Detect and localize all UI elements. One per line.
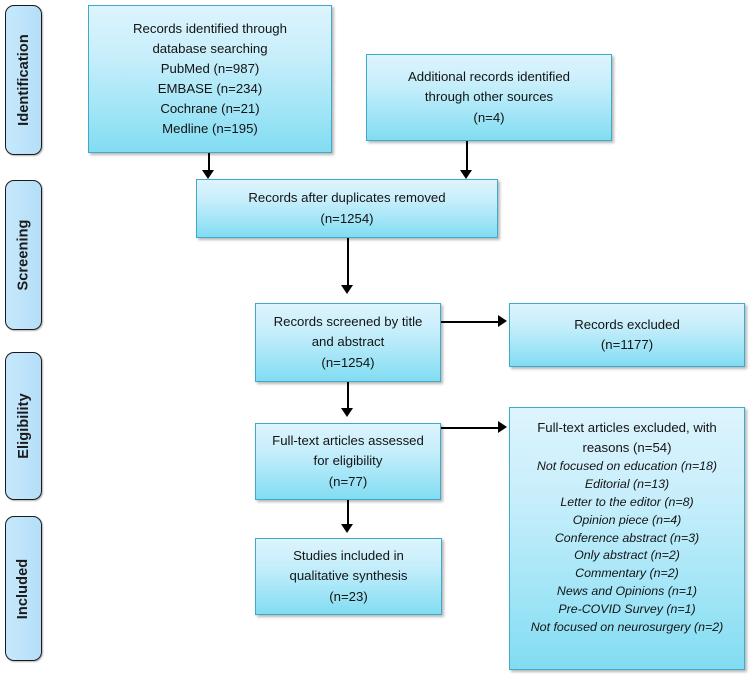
fulltext-excluded-heading-2: reasons (n=54) [582,440,672,456]
records-identified-embase: EMBASE (n=234) [157,81,263,96]
exclusion-reason-news-and-opinions: News and Opinions (n=1) [556,584,698,599]
exclusion-reason-letter-to-editor: Letter to the editor (n=8) [560,494,694,509]
exclusion-reason-conference-abstract: Conference abstract (n=3) [554,530,700,545]
box-fulltext-excluded: Full-text articles excluded, with reason… [509,407,745,670]
records-screened-line-1: Records screened by title [273,314,423,330]
stage-pill-eligibility: Eligibility [5,352,42,500]
stage-label-identification: Identification [15,34,32,126]
exclusion-reason-commentary: Commentary (n=2) [575,566,679,581]
connector-additional-to-duplicates [466,141,469,173]
records-identified-cochrane: Cochrane (n=21) [160,101,260,117]
duplicates-removed-count: (n=1254) [320,210,374,226]
additional-records-line-2: through other sources [424,89,554,105]
stage-label-eligibility: Eligibility [15,393,32,459]
connector-identified-to-duplicates [208,153,211,173]
records-identified-line-1: Records identified through [133,20,287,36]
box-fulltext-assessed: Full-text articles assessed for eligibil… [255,423,441,500]
fulltext-assessed-line-2: for eligibility [313,453,383,469]
arrowhead-screened-to-excluded [498,315,507,327]
exclusion-reason-not-focused-education: Not focused on education (n=18) [536,459,718,474]
records-identified-medline: Medline (n=195) [162,121,258,137]
arrowhead-identified-to-duplicates [202,170,214,179]
records-screened-count: (n=1254) [321,354,375,370]
studies-included-line-1: Studies included in [293,548,404,564]
connector-screened-to-excluded [441,321,499,324]
records-identified-line-2: database searching [152,40,268,56]
connector-fulltext-to-included [347,500,350,525]
arrowhead-fulltext-to-excluded [498,421,507,433]
connector-duplicates-to-screened [347,238,350,286]
fulltext-excluded-heading-1: Full-text articles excluded, with [537,420,717,435]
fulltext-assessed-count: (n=77) [328,473,368,489]
studies-included-count: (n=23) [329,588,368,604]
additional-records-line-1: Additional records identified [407,69,570,85]
box-duplicates-removed: Records after duplicates removed (n=1254… [196,179,498,238]
arrowhead-additional-to-duplicates [460,170,472,179]
box-studies-included: Studies included in qualitative synthesi… [255,538,442,615]
stage-label-included: Included [15,558,32,619]
records-screened-line-2: and abstract [311,334,385,350]
box-additional-records: Additional records identified through ot… [366,54,612,141]
box-records-identified: Records identified through database sear… [88,5,332,153]
connector-screened-to-fulltext [347,382,350,409]
fulltext-assessed-line-1: Full-text articles assessed [272,433,424,449]
records-excluded-line-1: Records excluded [574,316,680,332]
additional-records-count: (n=4) [473,109,505,125]
records-excluded-count: (n=1177) [600,337,654,352]
box-records-screened: Records screened by title and abstract (… [255,303,441,382]
connector-fulltext-to-excluded [441,427,499,430]
records-identified-pubmed: PubMed (n=987) [160,60,260,76]
stage-pill-included: Included [5,516,42,661]
exclusion-reason-only-abstract: Only abstract (n=2) [574,548,680,563]
arrowhead-duplicates-to-screened [341,285,353,294]
exclusion-reason-pre-covid-survey: Pre-COVID Survey (n=1) [558,602,696,616]
stage-pill-identification: Identification [5,5,42,155]
arrowhead-screened-to-fulltext [341,408,353,417]
arrowhead-fulltext-to-included [341,524,353,533]
stage-label-screening: Screening [15,219,32,291]
exclusion-reason-editorial: Editorial (n=13) [584,476,670,491]
box-records-excluded: Records excluded (n=1177) [509,303,745,367]
stage-pill-screening: Screening [5,180,42,330]
exclusion-reason-not-focused-neurosurgery: Not focused on neurosurgery (n=2) [530,619,724,634]
duplicates-removed-line-1: Records after duplicates removed [248,190,446,206]
studies-included-line-2: qualitative synthesis [289,568,408,584]
exclusion-reason-opinion-piece: Opinion piece (n=4) [572,512,682,527]
